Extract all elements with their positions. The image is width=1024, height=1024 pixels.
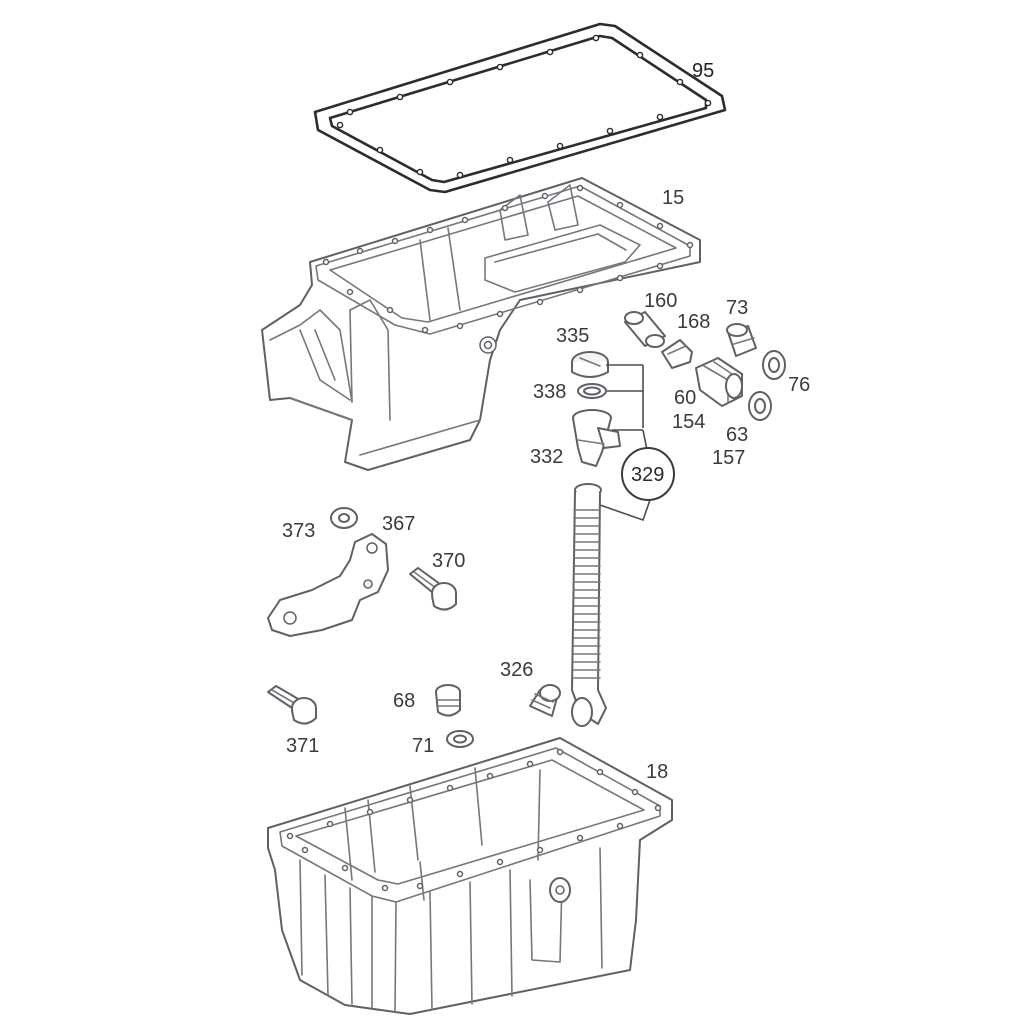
label-157: 157 [712, 447, 745, 469]
part-76-washer[interactable] [762, 350, 786, 380]
part-335-cap[interactable] [571, 351, 609, 378]
part-63-157-washer[interactable] [748, 391, 772, 421]
part-329-callout-circle[interactable] [621, 447, 675, 501]
label-15: 15 [662, 187, 684, 209]
part-73-plug[interactable] [726, 323, 757, 357]
label-326: 326 [500, 659, 533, 681]
label-63: 63 [726, 424, 748, 446]
part-18-lower-oil-pan[interactable] [267, 737, 673, 1015]
part-60-154-fitting[interactable] [695, 357, 743, 407]
part-168-clamp[interactable] [661, 339, 693, 369]
leader-group-329 [599, 364, 651, 522]
label-71: 71 [412, 735, 434, 757]
label-60: 60 [674, 387, 696, 409]
label-373: 373 [282, 520, 315, 542]
label-338: 338 [533, 381, 566, 403]
part-15-upper-oil-pan[interactable] [261, 177, 701, 471]
label-154: 154 [672, 411, 705, 433]
part-367-bracket[interactable] [267, 533, 389, 637]
label-367: 367 [382, 513, 415, 535]
label-68: 68 [393, 690, 415, 712]
part-370-bolt[interactable] [409, 567, 457, 611]
label-371: 371 [286, 735, 319, 757]
part-95-gasket[interactable] [313, 22, 727, 194]
part-338-seal-ring[interactable] [577, 383, 607, 399]
label-160: 160 [644, 290, 677, 312]
label-168: 168 [677, 311, 710, 333]
part-160-sleeve[interactable] [624, 311, 666, 348]
part-332-filler-neck[interactable] [572, 409, 621, 467]
label-73: 73 [726, 297, 748, 319]
part-326-plug[interactable] [529, 684, 561, 717]
part-71-washer[interactable] [446, 730, 474, 748]
part-373-washer[interactable] [330, 507, 358, 529]
part-371-bolt[interactable] [267, 685, 317, 725]
label-76: 76 [788, 374, 810, 396]
label-95: 95 [692, 60, 714, 82]
label-370: 370 [432, 550, 465, 572]
dipstick-guide-tube[interactable] [571, 483, 607, 727]
label-329: 329 [631, 464, 664, 486]
label-332: 332 [530, 446, 563, 468]
label-18: 18 [646, 761, 668, 783]
label-335: 335 [556, 325, 589, 347]
part-68-plug[interactable] [435, 684, 461, 717]
